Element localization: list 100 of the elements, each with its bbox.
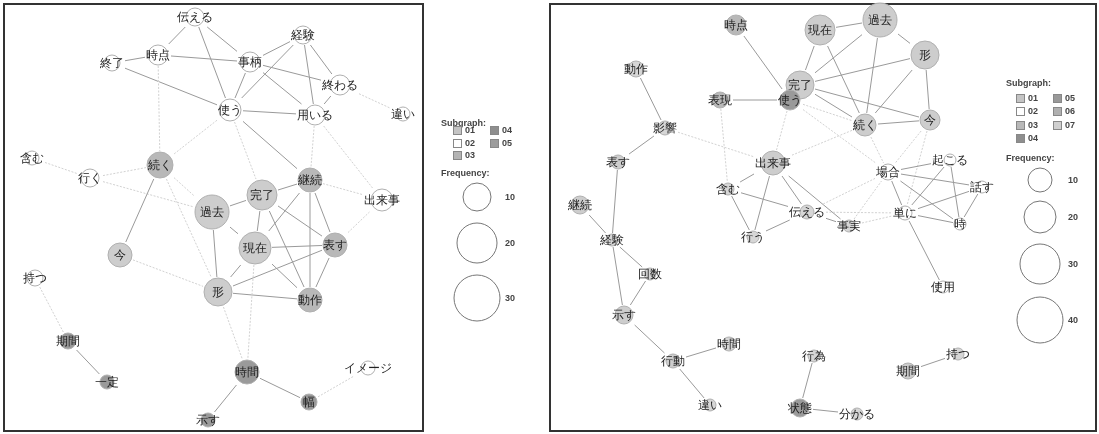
connector-line <box>634 324 665 354</box>
connector-line <box>102 167 147 177</box>
word-label: 動作 <box>298 293 322 307</box>
connector-line <box>247 264 255 360</box>
connector-line <box>271 245 323 248</box>
connector-line <box>639 77 662 121</box>
legend-heading: Subgraph: <box>441 118 486 128</box>
word-label: 過去 <box>200 205 224 219</box>
legend-text: 20 <box>1068 212 1078 222</box>
word-label: 幅 <box>303 395 315 409</box>
word-node <box>297 167 323 193</box>
connector-line <box>754 175 770 231</box>
word-label: 分かる <box>839 407 875 421</box>
connector-line <box>230 264 242 278</box>
connector-line <box>588 214 607 234</box>
legend-text: 10 <box>1068 175 1078 185</box>
connector-line <box>925 69 930 110</box>
connector-line <box>259 377 301 399</box>
connector-line <box>908 220 940 281</box>
connector-line <box>874 69 913 114</box>
word-label: 行為 <box>802 349 826 363</box>
legend-text: 02 <box>1028 106 1038 116</box>
connector-line <box>277 205 323 237</box>
connector-line <box>323 125 374 189</box>
connector-line <box>212 229 218 278</box>
connector-line <box>825 217 837 223</box>
word-label: 単に <box>893 206 917 220</box>
connector-line <box>198 26 226 99</box>
connector-line <box>917 215 954 224</box>
connector-line <box>814 93 853 118</box>
word-label: 違い <box>391 107 415 121</box>
word-node <box>910 40 940 70</box>
connector-line <box>802 109 877 164</box>
connector-line <box>262 41 291 56</box>
legend-text: 05 <box>502 138 512 148</box>
connector-line <box>679 368 705 399</box>
connector-line <box>234 121 257 180</box>
legend-text: 01 <box>1028 93 1038 103</box>
connector-line <box>277 183 298 191</box>
connector-line <box>271 263 298 289</box>
word-label: 行う <box>741 230 765 244</box>
connector-line <box>781 175 802 205</box>
word-label: 行く <box>78 171 102 185</box>
word-label: 違い <box>698 398 722 412</box>
word-label: 表現 <box>708 93 732 107</box>
word-label: 伝える <box>789 205 825 219</box>
word-label: 事実 <box>837 219 861 233</box>
word-node <box>146 151 174 179</box>
word-node <box>919 109 941 131</box>
word-label: 完了 <box>250 188 274 202</box>
connector-line <box>877 120 920 125</box>
connector-line <box>173 119 218 155</box>
legend-text: 03 <box>1028 120 1038 130</box>
word-label: 場合 <box>876 165 900 179</box>
word-label: 時間 <box>235 365 259 379</box>
connector-line <box>322 183 364 196</box>
connector-line <box>315 257 330 288</box>
word-node <box>194 194 230 230</box>
connector-line <box>173 177 195 197</box>
connector-line <box>44 162 78 174</box>
connector-line <box>802 103 853 122</box>
word-label: 事柄 <box>238 55 262 69</box>
word-label: 続く <box>148 158 172 172</box>
connector-line <box>314 192 331 233</box>
connector-line <box>347 211 370 234</box>
connector-line <box>814 58 911 82</box>
connector-line <box>685 347 717 358</box>
connector-line <box>262 64 322 81</box>
legend-heading: Frequency: <box>1006 153 1055 163</box>
connector-line <box>612 246 623 306</box>
word-label: 期間 <box>896 364 920 378</box>
legend-text: 10 <box>505 192 515 202</box>
connector-line <box>900 163 932 170</box>
legend-text: 30 <box>1068 259 1078 269</box>
word-label: 表す <box>323 238 347 252</box>
connector-line <box>788 175 842 220</box>
connector-line <box>812 408 839 413</box>
word-label: 使う <box>218 103 242 117</box>
connector-line <box>853 180 882 220</box>
connector-line <box>739 173 755 183</box>
connector-line <box>920 357 946 368</box>
connector-line <box>900 173 970 186</box>
connector-line <box>731 195 750 231</box>
word-node <box>804 14 836 46</box>
word-label: 時点 <box>724 18 748 32</box>
word-label: 伝える <box>177 10 213 24</box>
word-node <box>754 150 792 176</box>
connector-line <box>891 180 903 206</box>
connector-line <box>229 226 239 235</box>
word-node <box>363 188 401 212</box>
word-label: 経験 <box>600 233 624 247</box>
connector-line <box>317 375 355 398</box>
word-label: 時点 <box>146 48 170 62</box>
connector-line <box>917 190 970 210</box>
legend-text: 20 <box>505 238 515 248</box>
connector-line <box>234 72 246 99</box>
connector-line <box>950 166 960 218</box>
legend-text: 02 <box>465 138 475 148</box>
connector-line <box>132 259 204 287</box>
word-label: イメージ <box>344 361 392 375</box>
